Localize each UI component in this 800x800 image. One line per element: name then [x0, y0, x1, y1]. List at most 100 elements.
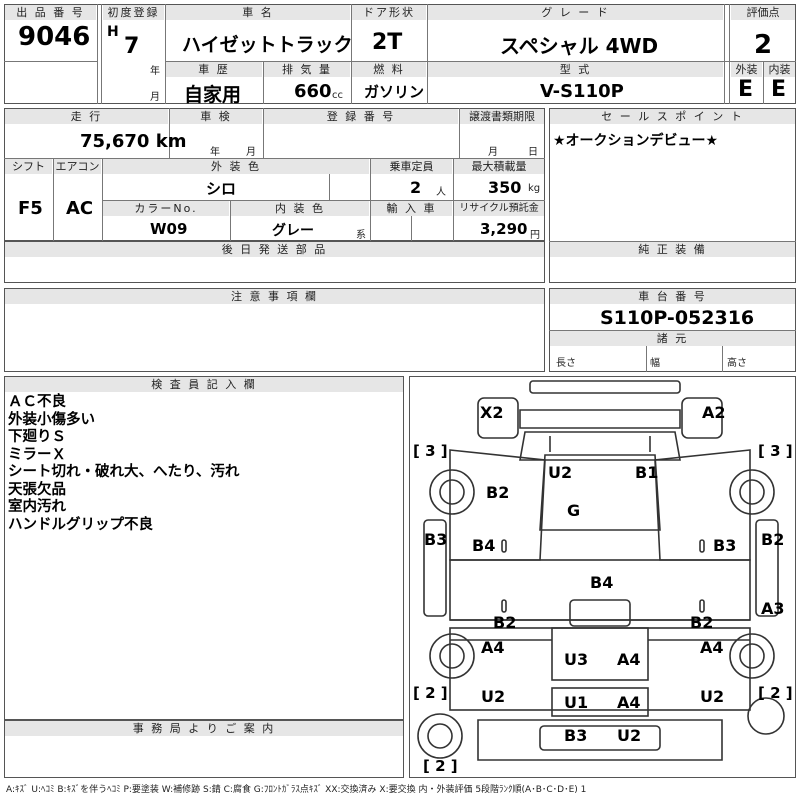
year-unit: 年	[150, 66, 160, 77]
tire-rear-left: [ 2 ]	[413, 684, 448, 702]
fuel: ガソリン	[364, 83, 425, 101]
mark-b4-left: B4	[472, 536, 495, 555]
inspector-line: 外装小傷多い	[8, 411, 95, 428]
max-load-unit: kg	[528, 183, 541, 194]
recycle-unit: 円	[530, 230, 540, 241]
mark-u2-left: U2	[481, 687, 505, 706]
chassis-label: 車 台 番 号	[550, 289, 795, 304]
mark-u2-right: U2	[700, 687, 724, 706]
color-no-label: カラーNo.	[103, 201, 229, 216]
car-name: ハイゼットトラック	[182, 34, 353, 56]
lot-number: 9046	[18, 22, 91, 52]
mark-b1: B1	[635, 463, 658, 482]
month-unit: 月	[150, 92, 160, 103]
mark-u2-bottom: U2	[617, 726, 641, 745]
history-label: 車 歴	[166, 62, 262, 77]
mark-b3-right: B3	[713, 536, 736, 555]
width-label: 幅	[650, 358, 660, 369]
diagram-frame	[409, 376, 796, 778]
ext-color: シロ	[206, 180, 237, 198]
inspector-line: 下廻りＳ	[8, 429, 66, 445]
sales-point-box	[549, 108, 796, 283]
model: V-S110P	[540, 81, 624, 102]
first-reg-label: 初度登録	[103, 5, 164, 20]
ext-color-label: 外 装 色	[103, 159, 369, 174]
capacity-label: 乗車定員	[371, 159, 452, 174]
mark-b2-left: B2	[486, 483, 509, 502]
mark-u2-top: U2	[548, 463, 572, 482]
displacement: 660	[294, 81, 332, 102]
mark-u3: U3	[564, 650, 588, 669]
score: 2	[754, 30, 773, 60]
length-label: 長さ	[556, 358, 576, 369]
exterior-label: 外装	[731, 62, 762, 77]
inspector-line: ＡＣ不良	[8, 394, 66, 410]
mark-b2-low-right: B2	[690, 613, 713, 632]
score-label: 評価点	[731, 5, 795, 20]
int-color-unit: 系	[356, 230, 366, 241]
max-load: 350	[488, 178, 522, 197]
inspector-line: 室内汚れ	[8, 499, 66, 515]
transfer-label: 譲渡書類期限	[460, 109, 544, 124]
specs-grid	[4, 108, 545, 241]
sales-point: ★オークションデビュー★	[553, 133, 719, 149]
sales-point-label: セ ー ル ス ポ イ ン ト	[550, 109, 795, 124]
shift-label: シフト	[5, 159, 52, 174]
import-label: 輸 入 車	[371, 201, 452, 216]
mark-a4-left: A4	[481, 638, 505, 657]
inspector-line: ミラーＸ	[8, 446, 66, 463]
recycle-label: リサイクル預託金	[454, 201, 544, 216]
mark-b2-low-left: B2	[493, 613, 516, 632]
caution-box	[4, 288, 545, 372]
capacity: 2	[410, 178, 422, 197]
ac-label: エアコン	[54, 159, 101, 174]
era: H	[107, 24, 119, 40]
car-name-label: 車 名	[166, 5, 350, 20]
mark-a2: A2	[702, 403, 726, 422]
tire-front-left: [ 3 ]	[413, 442, 448, 460]
int-color-label: 内 装 色	[231, 201, 369, 216]
caution-label: 注 意 事 項 欄	[5, 289, 544, 304]
tire-spare: [ 2 ]	[423, 757, 458, 775]
model-label: 型 式	[428, 62, 723, 77]
displacement-label: 排 気 量	[264, 62, 350, 77]
grade-label: グ レ ー ド	[428, 5, 723, 20]
max-load-label: 最大積載量	[454, 159, 544, 174]
tire-front-right: [ 3 ]	[758, 442, 793, 460]
mark-b2-right: B2	[761, 530, 784, 549]
fuel-label: 燃 料	[352, 62, 426, 77]
reg-no-label: 登 録 番 号	[264, 109, 458, 124]
recycle-fee: 3,290	[480, 220, 528, 238]
later-parts-box	[4, 241, 545, 283]
interior-label: 内装	[764, 62, 795, 77]
mark-g: G	[567, 501, 580, 520]
inspector-box	[4, 376, 404, 720]
inspector-notes: ＡＣ不良 外装小傷多い 下廻りＳ ミラーＸ シート切れ・破れ大、へたり、汚れ 天…	[8, 394, 400, 534]
displacement-unit: cc	[332, 90, 343, 101]
legend: A:ｷｽﾞ U:ﾍｺﾐ B:ｷｽﾞを伴うﾍｺﾐ P:要塗装 W:補修跡 S:錆 …	[6, 785, 587, 795]
shift: F5	[18, 198, 43, 219]
inspection-label: 車 検	[170, 109, 262, 124]
history: 自家用	[184, 84, 242, 106]
mark-a4-lower: A4	[617, 693, 641, 712]
door-label: ドア形状	[352, 5, 426, 20]
inspector-label: 検 査 員 記 入 欄	[5, 377, 403, 392]
grade: スペシャル 4WD	[500, 34, 659, 58]
mark-a4-center: A4	[617, 650, 641, 669]
genuine-equip-label: 純 正 装 備	[550, 242, 795, 257]
mileage: 75,670 km	[80, 131, 187, 152]
inspection-year-unit: 年	[210, 147, 220, 158]
mark-a3: A3	[761, 599, 785, 618]
inspector-line: シート切れ・破れ大、へたり、汚れ	[8, 464, 240, 480]
color-no: W09	[150, 220, 188, 238]
first-reg-year: 7	[124, 34, 140, 59]
header-grid	[4, 4, 796, 104]
office-box	[4, 720, 404, 778]
door-type: 2T	[372, 30, 403, 55]
spec-label: 諸 元	[550, 331, 795, 346]
later-parts-label: 後 日 発 送 部 品	[5, 242, 544, 257]
inspector-line: ハンドルグリップ不良	[8, 516, 153, 533]
exterior-grade: E	[738, 77, 754, 102]
mark-u1: U1	[564, 693, 588, 712]
